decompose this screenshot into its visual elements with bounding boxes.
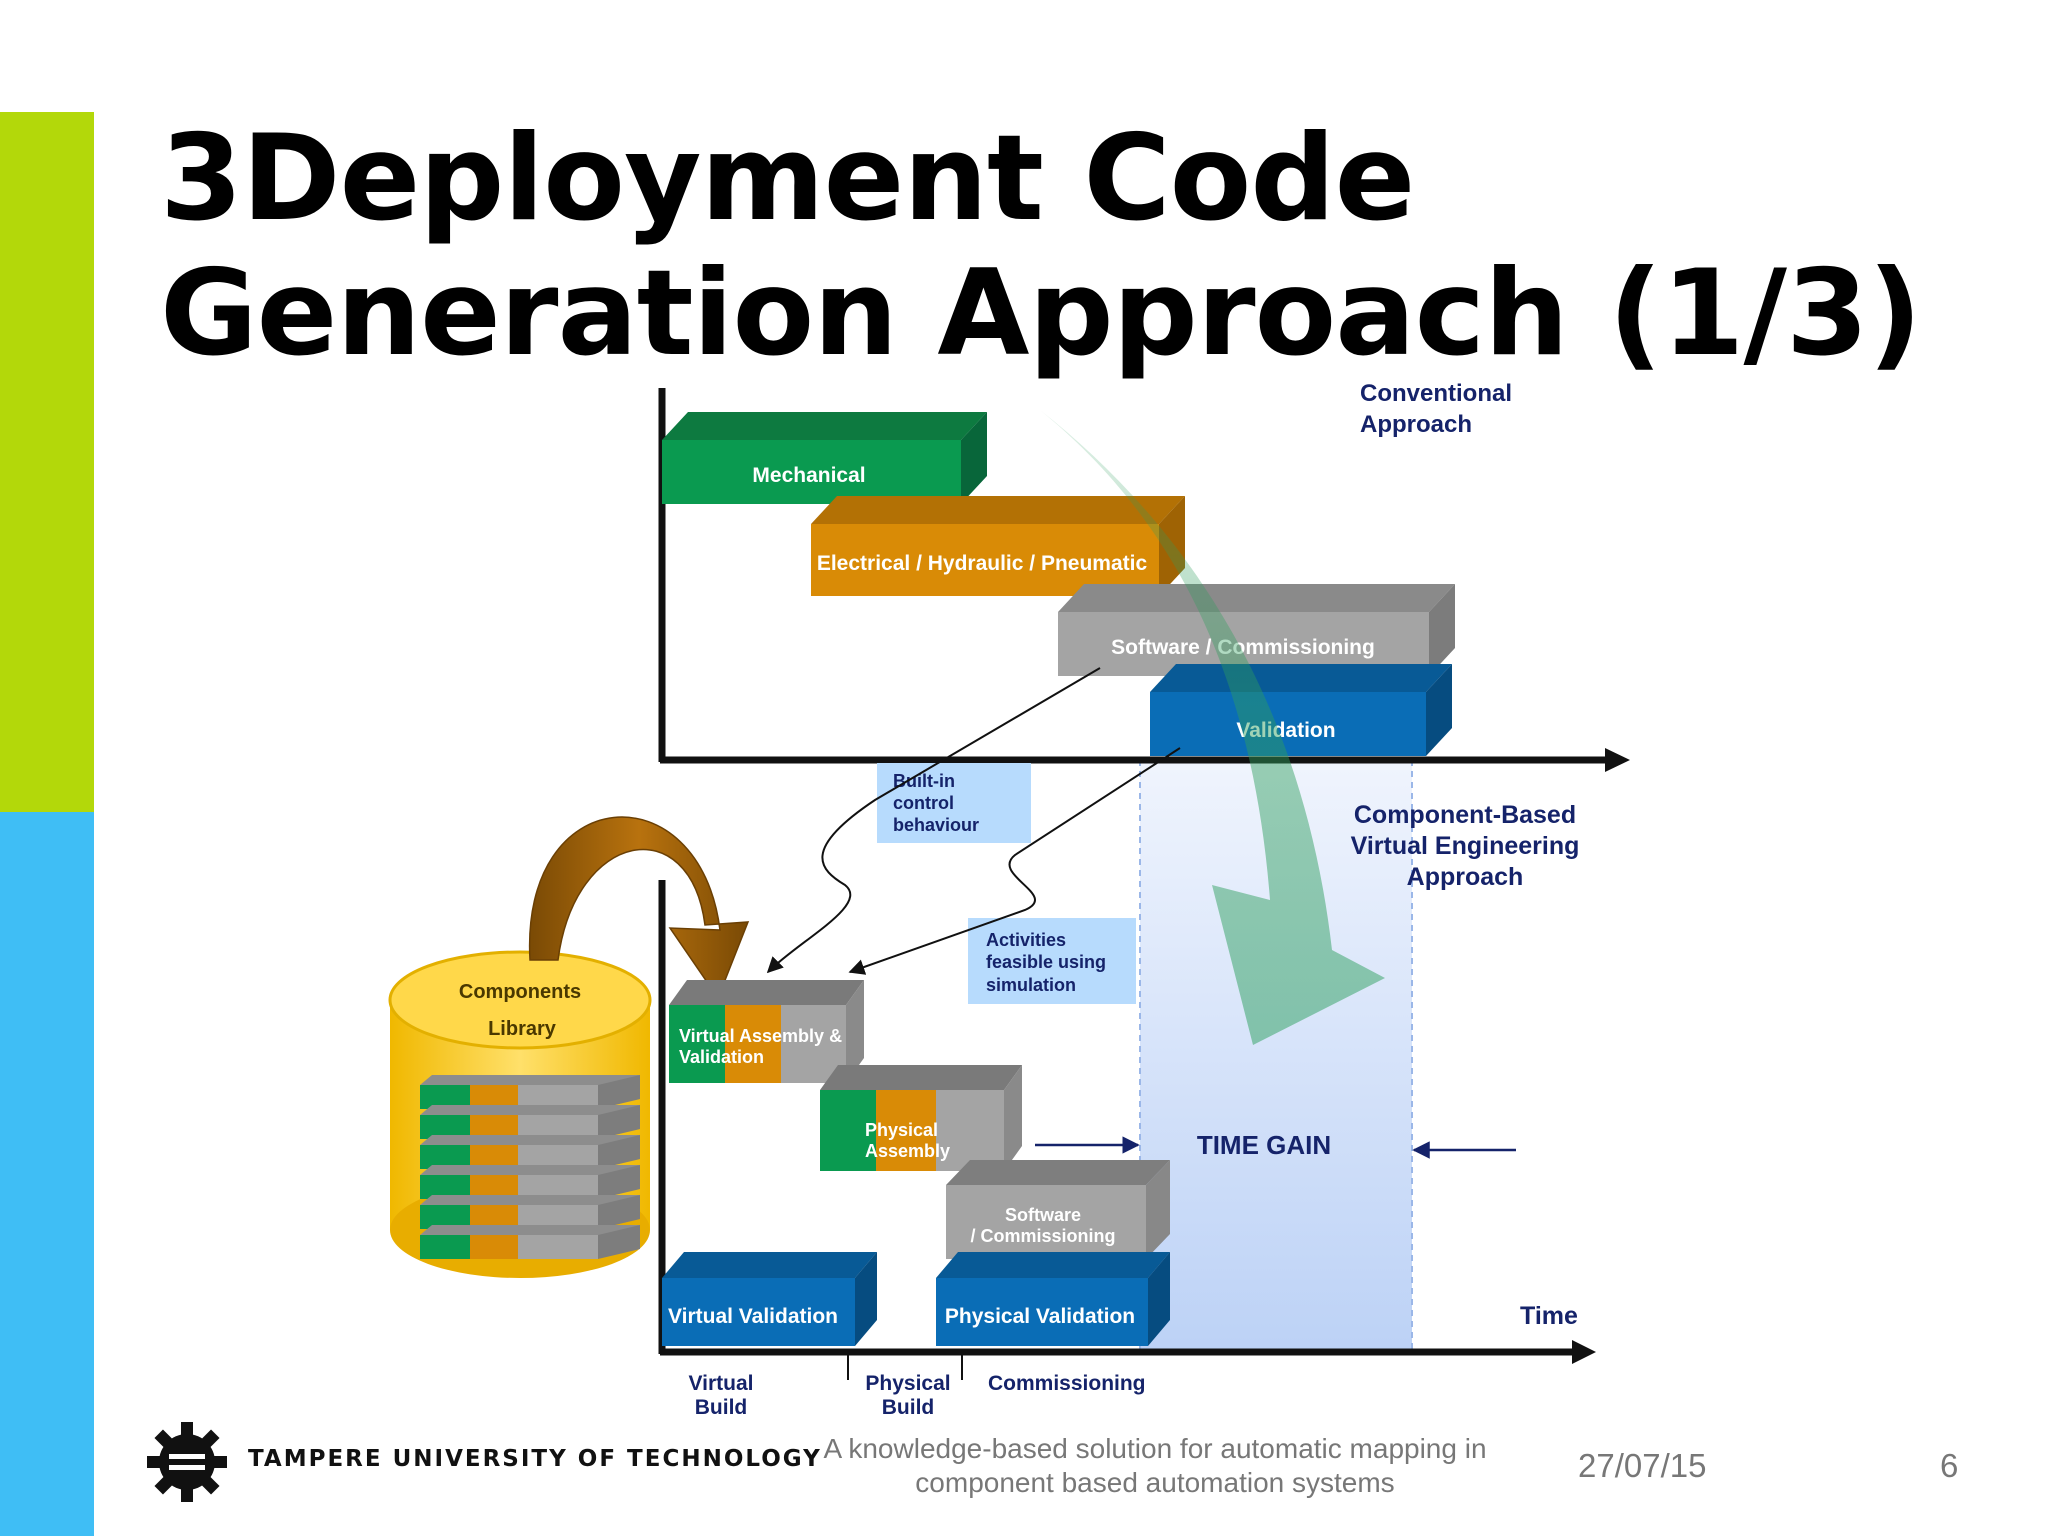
virtual-assembly-label-2: Validation [679, 1047, 764, 1067]
library-block-top [420, 1075, 640, 1085]
bar-mechanical: Mechanical [662, 412, 987, 504]
software2-label-1: Software [1005, 1205, 1081, 1225]
library-block-top [420, 1165, 640, 1175]
callout-builtin-control: Built-in control behaviour [877, 763, 1031, 843]
component-approach-label-1: Component-Based [1354, 801, 1576, 829]
library-block-top [420, 1195, 640, 1205]
callout-builtin-line-3: behaviour [893, 815, 979, 835]
bar-software-commissioning: Software / Commissioning [1058, 584, 1455, 676]
bar-physical-validation: Physical Validation [936, 1252, 1170, 1346]
footer-university-name: TAMPERE UNIVERSITY OF TECHNOLOGY [248, 1446, 822, 1472]
slide-title-line-1: 3Deployment Code [160, 110, 1415, 248]
bar-mechanical-label: Mechanical [752, 464, 865, 487]
bar-electrical-label: Electrical / Hydraulic / Pneumatic [817, 552, 1148, 575]
library-component-stack [420, 1075, 640, 1259]
footer-page-number: 6 [1940, 1447, 1959, 1484]
time-gain-label: TIME GAIN [1197, 1130, 1331, 1160]
bar-electrical: Electrical / Hydraulic / Pneumatic [811, 496, 1185, 596]
library-block-segment [518, 1235, 598, 1259]
virtual-validation-label: Virtual Validation [668, 1305, 838, 1328]
library-block-side [598, 1195, 640, 1229]
physical-assembly-label-1: Physical [865, 1120, 938, 1140]
library-block-top [420, 1225, 640, 1235]
phase-virtual-build-2: Build [695, 1396, 748, 1419]
conventional-approach-label-2: Approach [1360, 411, 1472, 438]
components-library: Components Library [388, 950, 652, 1278]
conventional-approach-label-1: Conventional [1360, 380, 1512, 407]
lower-x-axis-arrowhead [1572, 1340, 1596, 1364]
callout-builtin-line-1: Built-in [893, 771, 955, 791]
library-block-side [598, 1075, 640, 1109]
phase-virtual-build-1: Virtual [689, 1372, 754, 1395]
slide-title: 3Deployment Code Generation Approach (1/… [160, 110, 1922, 383]
library-block-segment [420, 1235, 470, 1259]
callout-activities-line-3: simulation [986, 975, 1076, 995]
gear-logo-icon [147, 1422, 227, 1502]
library-label-line-1: Components [459, 981, 581, 1003]
component-approach-label-3: Approach [1407, 863, 1524, 891]
upper-x-axis-arrowhead [1605, 748, 1630, 772]
library-block-top [420, 1135, 640, 1145]
accent-band-green [0, 112, 94, 825]
callout-activities-line-1: Activities [986, 930, 1066, 950]
physical-assembly-label-2: Assembly [865, 1141, 950, 1161]
callout-activities-line-2: feasible using [986, 952, 1106, 972]
slide-title-line-2: Generation Approach (1/3) [160, 245, 1922, 383]
accent-band-blue [0, 812, 94, 1536]
phase-physical-build-1: Physical [865, 1372, 950, 1395]
time-axis-label: Time [1520, 1302, 1578, 1330]
phase-commissioning: Commissioning [988, 1372, 1146, 1395]
bar-software-label: Software / Commissioning [1111, 636, 1375, 659]
conventional-to-component-arrow [1040, 410, 1385, 1045]
library-to-assembly-arrow [528, 816, 750, 1000]
library-label-line-2: Library [488, 1018, 557, 1040]
software2-label-2: / Commissioning [970, 1226, 1115, 1246]
bar-virtual-assembly: Virtual Assembly & Validation [669, 980, 864, 1083]
physical-validation-label: Physical Validation [945, 1305, 1135, 1328]
library-block-side [598, 1135, 640, 1169]
connector-validation-to-virtual-assembly [848, 747, 1181, 975]
bar-virtual-validation: Virtual Validation [662, 1252, 877, 1346]
component-approach-label-2: Virtual Engineering [1351, 832, 1580, 860]
footer-subtitle-line-2: component based automation systems [915, 1467, 1395, 1498]
bar-validation: Validation [1150, 664, 1452, 756]
virtual-assembly-label-1: Virtual Assembly & [679, 1026, 842, 1046]
library-block-side [598, 1105, 640, 1139]
callout-activities-simulation: Activities feasible using simulation [968, 918, 1136, 1004]
footer-date: 27/07/15 [1578, 1447, 1707, 1484]
library-block-top [420, 1105, 640, 1115]
connector-software-to-virtual-assembly [766, 667, 1101, 974]
footer-subtitle-line-1: A knowledge-based solution for automatic… [823, 1433, 1487, 1464]
library-block-side [598, 1165, 640, 1199]
phase-physical-build-2: Build [882, 1396, 935, 1419]
bar-software-commissioning-2: Software / Commissioning [946, 1160, 1170, 1259]
library-block-side [598, 1225, 640, 1259]
footer-presentation-subtitle: A knowledge-based solution for automatic… [790, 1432, 1520, 1500]
library-block-segment [470, 1235, 518, 1259]
bar-physical-assembly: Physical Assembly [820, 1065, 1022, 1171]
callout-builtin-line-2: control [893, 793, 954, 813]
